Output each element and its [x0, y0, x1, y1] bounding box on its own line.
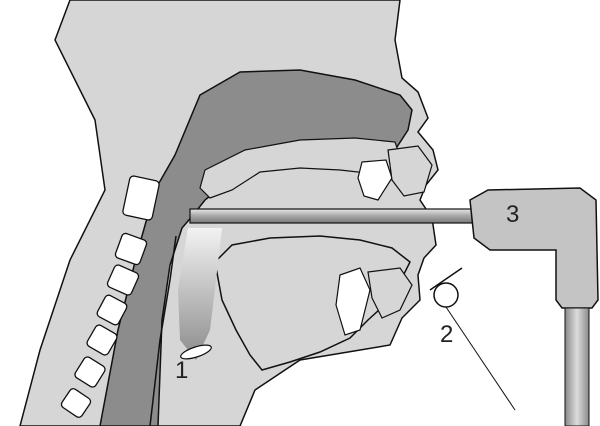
label-2: 2: [440, 321, 453, 348]
label-1: 1: [175, 357, 188, 384]
laryngoscope-rod: [190, 209, 480, 223]
observer-eye: [434, 283, 458, 307]
label-3: 3: [506, 201, 519, 228]
sight-line: [446, 307, 515, 410]
laryngoscope-handle: [470, 188, 598, 308]
scope-cable: [565, 308, 589, 426]
